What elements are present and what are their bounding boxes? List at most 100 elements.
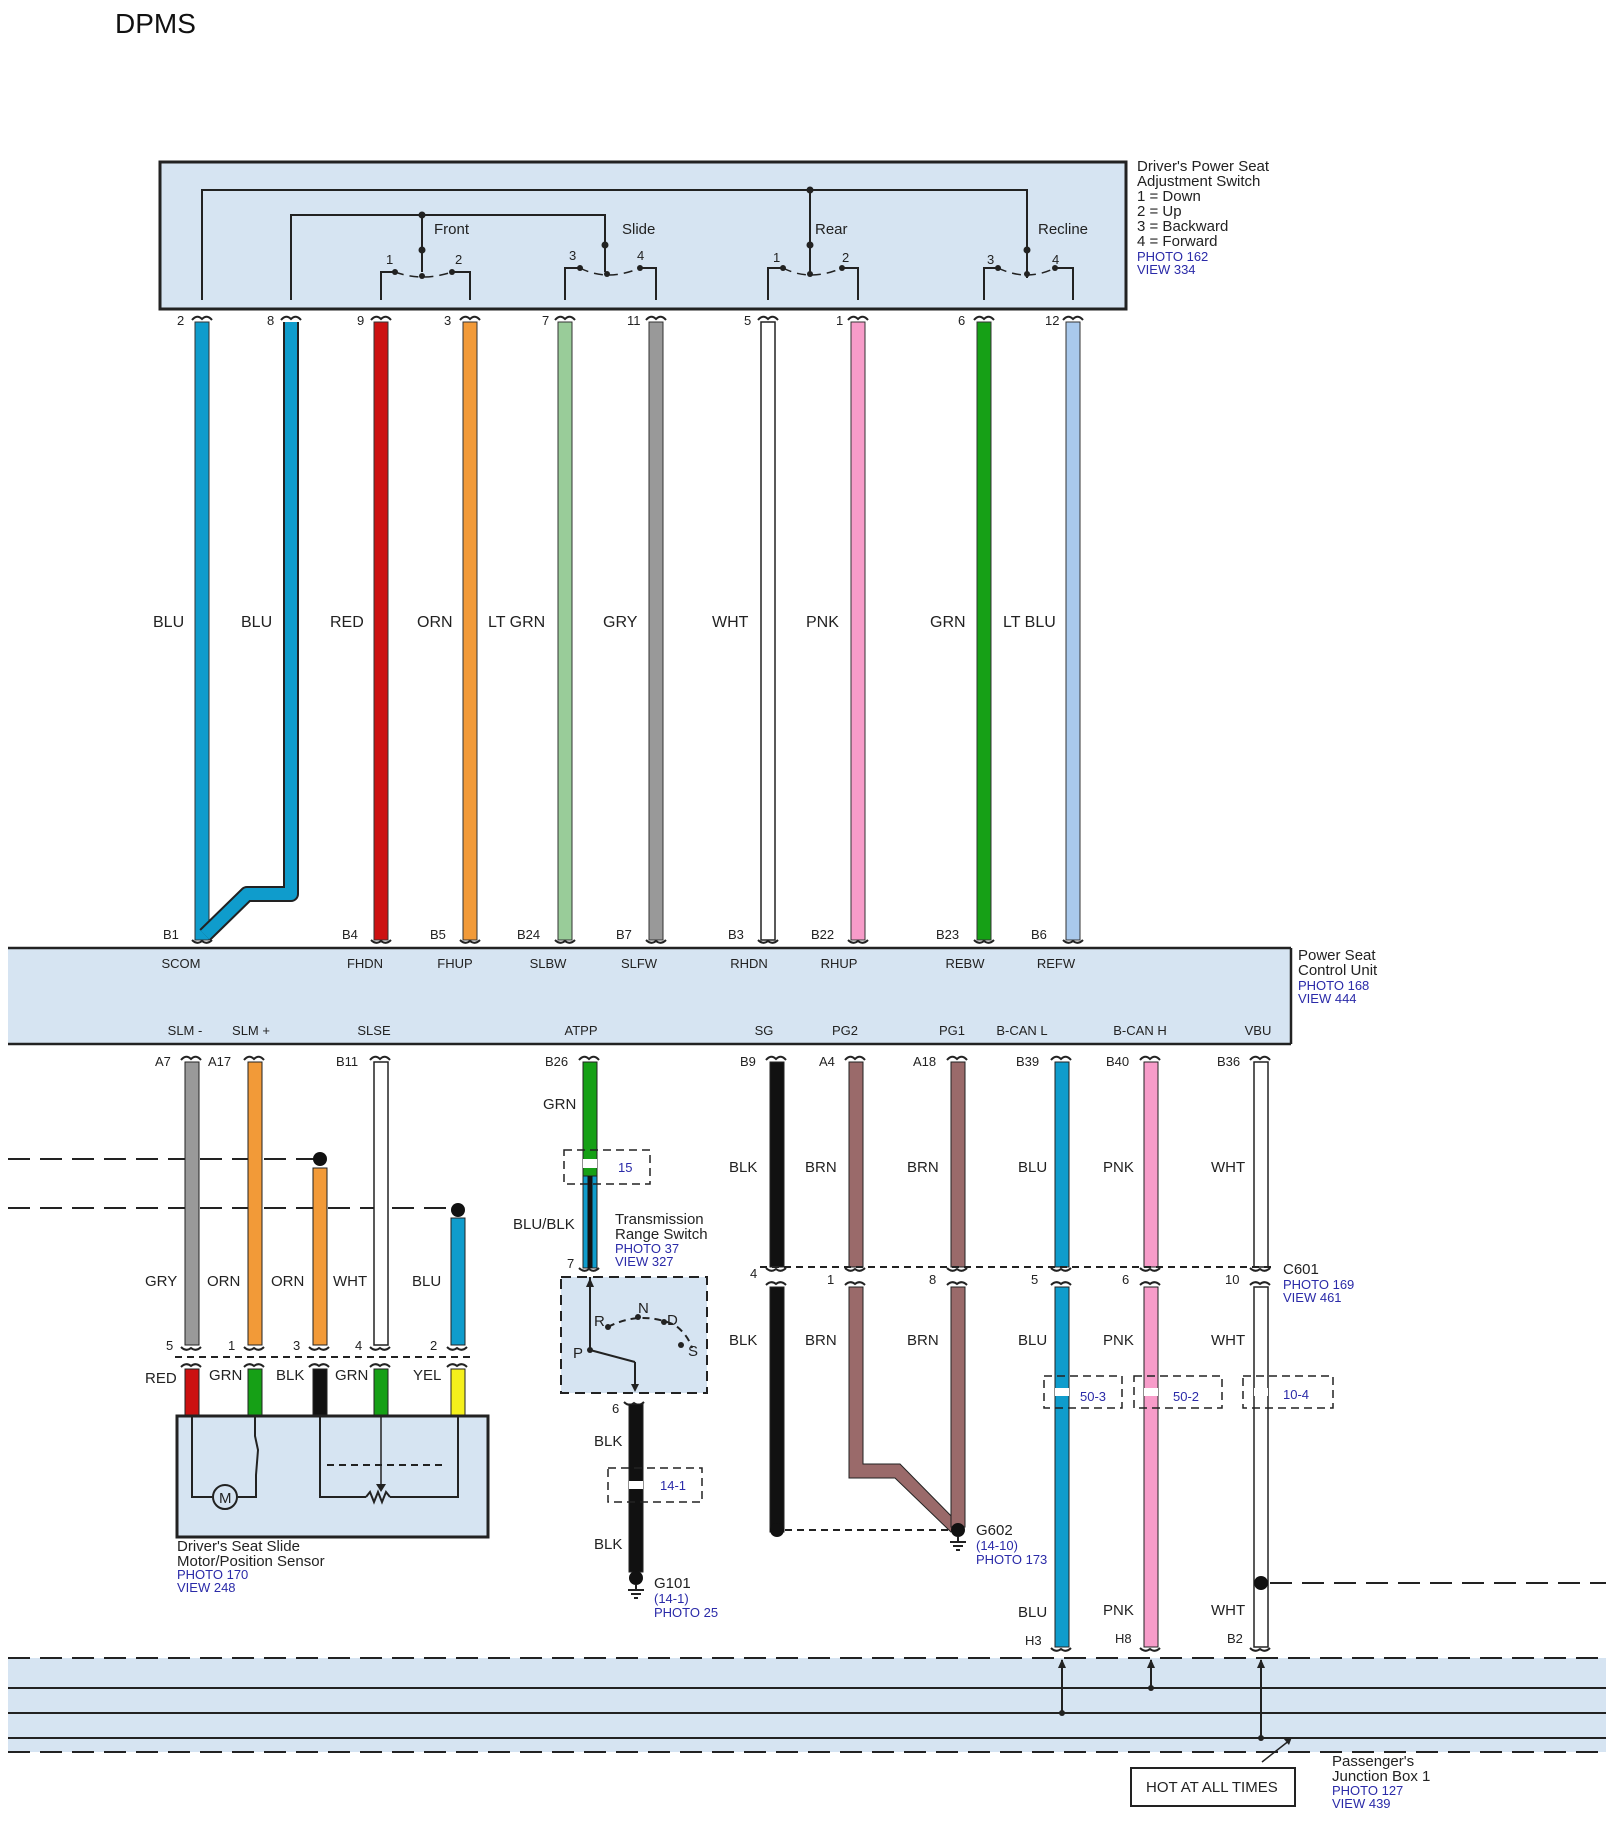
c601-name: C601 <box>1283 1261 1319 1278</box>
ground-g101-dot <box>629 1571 643 1585</box>
pin-label: 4 <box>750 1266 757 1281</box>
pin-label: A4 <box>819 1054 835 1069</box>
pin-label: 7 <box>542 313 549 328</box>
pin-label: A18 <box>913 1054 936 1069</box>
pin-label: 4 <box>355 1338 362 1353</box>
pcu-terminal-label: FHDN <box>347 956 383 971</box>
connector-label: 10-4 <box>1283 1387 1309 1402</box>
photo-ref-link[interactable]: PHOTO 25 <box>654 1605 718 1620</box>
pin-label: B6 <box>1031 927 1047 942</box>
pin-label: 3 <box>293 1338 300 1353</box>
pcu-name: Control Unit <box>1298 962 1378 979</box>
contact-num: 1 <box>386 252 393 267</box>
photo-ref-link[interactable]: PHOTO 127 <box>1332 1783 1403 1798</box>
hot-at-all-times-box <box>1130 1767 1296 1807</box>
wire-color-label: PNK <box>1103 1602 1134 1619</box>
pin-label: A7 <box>155 1054 171 1069</box>
connector-label: 15 <box>618 1160 632 1175</box>
connector-15 <box>563 1149 651 1185</box>
connector-10-4 <box>1242 1375 1334 1409</box>
wire-color-label: BRN <box>907 1332 939 1349</box>
view-ref-link[interactable]: VIEW 461 <box>1283 1290 1342 1305</box>
contact-num: 4 <box>637 248 644 263</box>
switch-contacts-front <box>380 269 471 300</box>
photo-ref-link[interactable]: PHOTO 169 <box>1283 1277 1354 1292</box>
pcu-terminal-label: SLM - <box>168 1023 203 1038</box>
view-ref-link[interactable]: VIEW 334 <box>1137 262 1196 277</box>
pcu-terminal-label: ATPP <box>565 1023 598 1038</box>
seat-slide-motor-box <box>175 1414 490 1539</box>
photo-ref-link[interactable]: PHOTO 168 <box>1298 978 1369 993</box>
connector-50-3 <box>1043 1375 1123 1409</box>
pcu-terminal-label: SLM + <box>232 1023 270 1038</box>
pcu-terminal-label: B-CAN H <box>1113 1023 1166 1038</box>
wire-pnk <box>850 321 866 941</box>
wire-color-label: BLU/BLK <box>513 1216 575 1233</box>
wire-color-label: GRN <box>209 1367 242 1384</box>
pin-label: B40 <box>1106 1054 1129 1069</box>
motor-name: Driver's Seat Slide <box>177 1538 300 1555</box>
switch-name: Adjustment Switch <box>1137 173 1260 190</box>
view-ref-link[interactable]: VIEW 327 <box>615 1254 674 1269</box>
pin-label: 6 <box>958 313 965 328</box>
wire-color-label: WHT <box>1211 1159 1245 1176</box>
photo-ref-link[interactable]: PHOTO 37 <box>615 1241 679 1256</box>
group-label-slide: Slide <box>622 221 655 238</box>
trs-name: Range Switch <box>615 1226 708 1243</box>
trs-name: Transmission <box>615 1211 704 1228</box>
wire-color-label: PNK <box>806 614 839 631</box>
pin-label: 5 <box>1031 1272 1038 1287</box>
wire-color-label: BLU <box>1018 1159 1047 1176</box>
pin-label: B26 <box>545 1054 568 1069</box>
pjb-name: Passenger's <box>1332 1753 1414 1770</box>
pin-label: 1 <box>228 1338 235 1353</box>
photo-ref-link[interactable]: PHOTO 170 <box>177 1567 248 1582</box>
gear-position-label: S <box>688 1343 698 1360</box>
splice-dot <box>313 1152 327 1166</box>
pin-label: 2 <box>177 313 184 328</box>
wire-gry <box>648 321 664 941</box>
gear-position-label: P <box>573 1345 583 1362</box>
pcu-terminal-label: REBW <box>946 956 986 971</box>
pin-label: B4 <box>342 927 358 942</box>
wire-color-label: WHT <box>333 1273 367 1290</box>
wire-color-label: GRN <box>930 614 966 631</box>
wire-color-label: RED <box>330 614 364 631</box>
view-ref-link[interactable]: VIEW 439 <box>1332 1796 1391 1811</box>
group-label-recline: Recline <box>1038 221 1088 238</box>
connector-label: 50-3 <box>1080 1389 1106 1404</box>
contact-num: 4 <box>1052 252 1059 267</box>
wire-lt-grn <box>557 321 573 941</box>
right-wires-section: G602 (14-10) PHOTO 173 50-3 50-2 10-4 BL… <box>729 1055 1606 1652</box>
view-ref-link[interactable]: VIEW 248 <box>177 1580 236 1595</box>
wire-color-label: BLU <box>1018 1604 1047 1621</box>
pin-label: B5 <box>430 927 446 942</box>
contact-num: 3 <box>987 252 994 267</box>
pcu-terminal-label: SLFW <box>621 956 658 971</box>
photo-ref-link[interactable]: PHOTO 162 <box>1137 249 1208 264</box>
pin-label: 2 <box>430 1338 437 1353</box>
connector-50-2 <box>1133 1375 1223 1409</box>
pin-label: 6 <box>612 1401 619 1416</box>
pcu-terminal-label: SG <box>755 1023 774 1038</box>
transmission-range-switch-section: 15 GRN BLU/BLK Transmission Range Switch… <box>513 1055 718 1620</box>
hot-label: HOT AT ALL TIMES <box>1146 1779 1278 1796</box>
wire-color-label: GRY <box>603 614 638 631</box>
wire-grn <box>976 321 992 941</box>
wire-color-label: WHT <box>1211 1602 1245 1619</box>
pin-label: 10 <box>1225 1272 1239 1287</box>
wire-orn <box>312 1167 328 1346</box>
pcu-terminal-label: RHDN <box>730 956 768 971</box>
photo-ref-link[interactable]: PHOTO 173 <box>976 1552 1047 1567</box>
view-ref-link[interactable]: VIEW 444 <box>1298 991 1357 1006</box>
wire-color-label: GRN <box>543 1096 576 1113</box>
pcu-terminal-label: B-CAN L <box>996 1023 1047 1038</box>
pcu-terminal-label: RHUP <box>821 956 858 971</box>
wire-color-label: LT BLU <box>1003 614 1056 631</box>
contact-num: 1 <box>773 250 780 265</box>
wire-lt-blu <box>1065 321 1081 941</box>
pin-label: 9 <box>357 313 364 328</box>
pin-label: 12 <box>1045 313 1059 328</box>
